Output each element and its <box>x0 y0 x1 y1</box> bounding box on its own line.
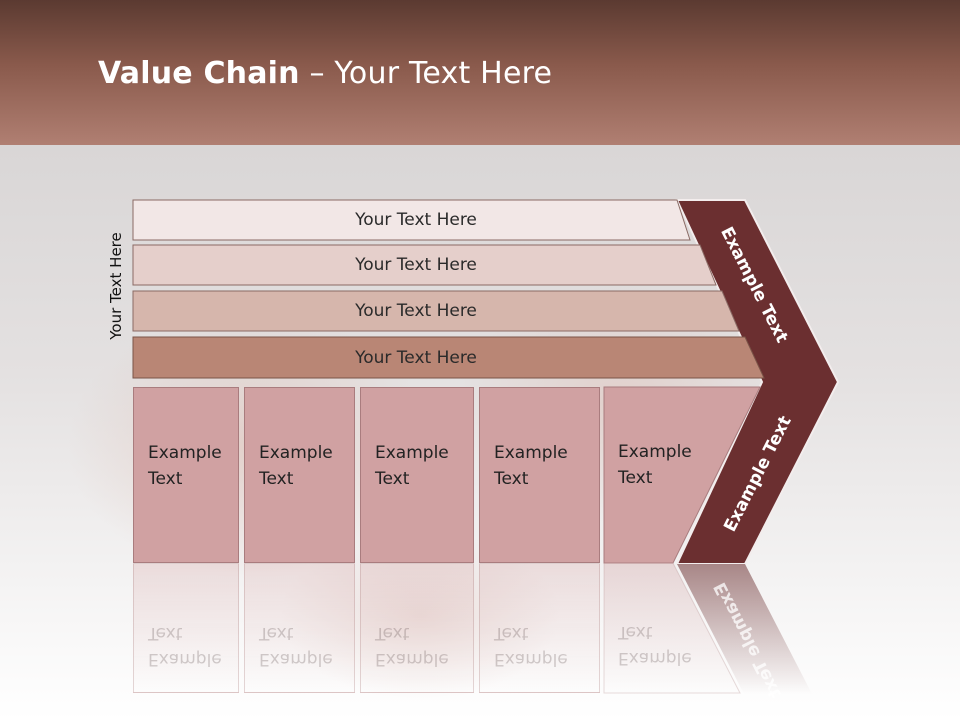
layer-1-label: Your Text Here <box>355 210 477 230</box>
activity-box-4-label: Example Text <box>494 443 568 489</box>
activity-box-5-reflection: Example Text <box>604 563 724 693</box>
side-label[interactable]: Your Text Here <box>107 232 125 340</box>
activity-box-1-label: Example Text <box>148 443 222 489</box>
activity-box-5[interactable]: Example Text <box>604 387 744 563</box>
reflection-1-label: Example Text <box>148 623 222 669</box>
reflection-3-label: Example Text <box>375 623 449 669</box>
layer-4-shape <box>132 336 765 379</box>
activity-box-1[interactable]: Example Text <box>133 387 239 563</box>
layer-2-shape <box>132 244 717 286</box>
activity-box-3-reflection: Example Text <box>360 563 474 693</box>
reflection-2-label: Example Text <box>259 623 333 669</box>
layer-4-label: Your Text Here <box>355 347 477 368</box>
activity-box-2-label: Example Text <box>259 443 333 489</box>
slide-title[interactable]: Value Chain – Your Text Here <box>98 56 553 91</box>
activity-box-3-label: Example Text <box>375 443 449 489</box>
layer-4[interactable]: Your Text Here <box>133 337 699 378</box>
activity-box-2-reflection: Example Text <box>244 563 355 693</box>
layer-3[interactable]: Your Text Here <box>133 291 699 331</box>
activity-box-2[interactable]: Example Text <box>244 387 355 563</box>
box-5-reflection <box>603 562 741 694</box>
reflection-4-label: Example Text <box>494 623 568 669</box>
layer-2-label: Your Text Here <box>355 255 477 275</box>
activity-box-3[interactable]: Example Text <box>360 387 474 563</box>
chevron-reflection <box>677 564 812 694</box>
layer-3-shape <box>132 290 740 332</box>
header-bar: Value Chain – Your Text Here <box>0 0 960 145</box>
layer-1-shape <box>132 199 691 241</box>
activity-box-5-label: Example Text <box>618 442 692 488</box>
reflection-5-label: Example Text <box>618 622 692 668</box>
layer-2[interactable]: Your Text Here <box>133 245 699 285</box>
activity-box-1-reflection: Example Text <box>133 563 239 693</box>
layer-3-label: Your Text Here <box>355 301 477 321</box>
activity-box-4[interactable]: Example Text <box>479 387 600 563</box>
activity-box-4-reflection: Example Text <box>479 563 600 693</box>
layer-1[interactable]: Your Text Here <box>133 200 699 240</box>
